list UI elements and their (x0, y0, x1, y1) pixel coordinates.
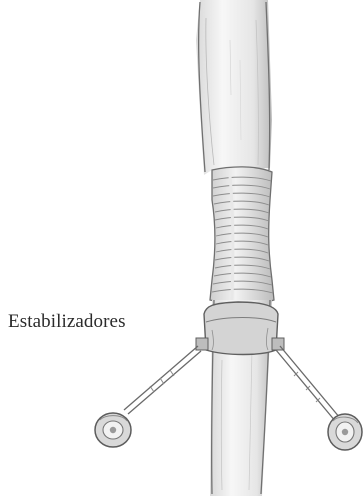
right-stabilizer-arm (276, 346, 340, 422)
stabilizer-collar (196, 302, 284, 355)
right-stabilizer-foot (328, 414, 362, 450)
left-stabilizer-foot (95, 413, 131, 447)
stabilizers-label: Estabilizadores (8, 311, 126, 333)
wrapped-grip (210, 167, 274, 305)
left-stabilizer-arm (124, 346, 201, 414)
upper-pole (196, 0, 272, 175)
